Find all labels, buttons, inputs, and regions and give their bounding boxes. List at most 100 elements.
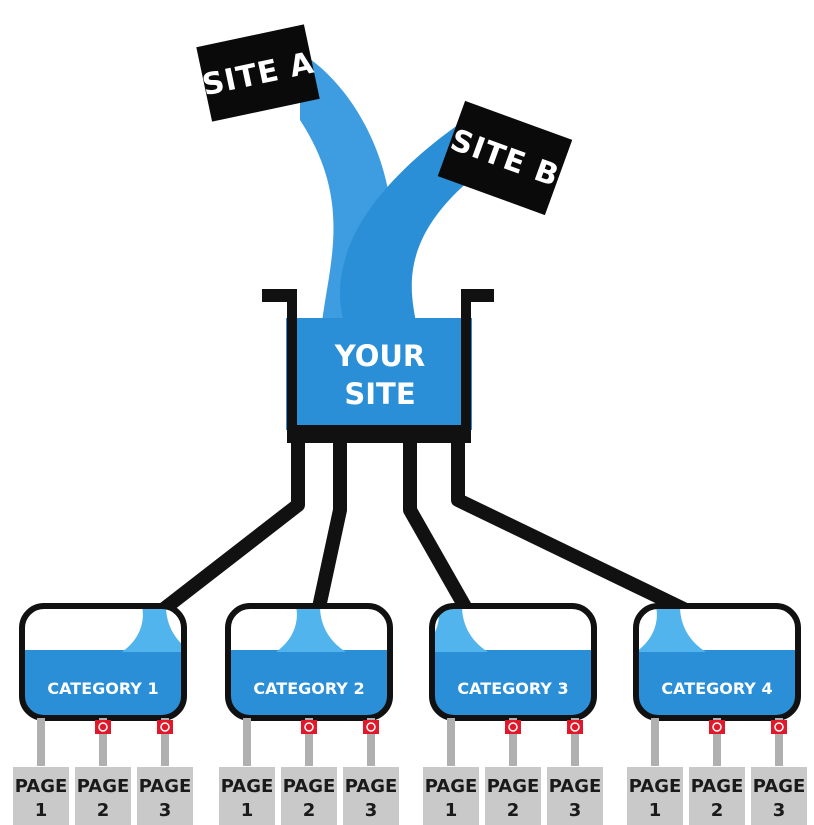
page-pipe	[775, 718, 783, 766]
page-number: 2	[711, 800, 724, 821]
page-box: PAGE 3	[751, 767, 807, 825]
site-a-box: SITE A	[196, 24, 320, 122]
hub-pipes	[155, 440, 694, 619]
valve-icon-mark	[570, 722, 580, 732]
page-label: PAGE	[345, 776, 398, 797]
pipe-to-category-4	[451, 440, 694, 619]
page-box: PAGE 2	[75, 767, 131, 825]
page-box-background	[627, 767, 683, 825]
page-box: PAGE 2	[281, 767, 337, 825]
page-number: 3	[569, 800, 582, 821]
page-pipe	[37, 718, 45, 766]
page-label: PAGE	[15, 776, 68, 797]
category-water	[228, 650, 390, 718]
valve-icon-mark	[366, 722, 376, 732]
page-box: PAGE 2	[485, 767, 541, 825]
page-box-background	[751, 767, 807, 825]
page-pipe	[305, 718, 313, 766]
category-label: CATEGORY 1	[47, 679, 158, 698]
valve-icon	[771, 720, 787, 734]
page-pipe	[243, 718, 251, 766]
page-pipe	[447, 718, 455, 766]
page-box-background	[281, 767, 337, 825]
hub-container: YOUR SITE	[262, 289, 494, 443]
page-label: PAGE	[425, 776, 478, 797]
page-pipe	[571, 718, 579, 766]
page-pipe	[161, 718, 169, 766]
page-label: PAGE	[77, 776, 130, 797]
page-number: 1	[649, 800, 662, 821]
page-number: 1	[241, 800, 254, 821]
valve-icon-mark	[508, 722, 518, 732]
page-box: PAGE 1	[13, 767, 69, 825]
page-number: 2	[507, 800, 520, 821]
pipe-to-category-3	[403, 440, 475, 616]
page-number: 3	[365, 800, 378, 821]
page-pipe	[99, 718, 107, 766]
category-water	[22, 650, 184, 718]
page-box-background	[13, 767, 69, 825]
category-4: CATEGORY 4 PAGE 1 PAGE 2 PAGE 3	[627, 603, 807, 825]
valve-icon-mark	[98, 722, 108, 732]
page-pipe	[367, 718, 375, 766]
page-box: PAGE 1	[423, 767, 479, 825]
category-inflow	[122, 606, 184, 652]
page-box-background	[547, 767, 603, 825]
page-label: PAGE	[753, 776, 806, 797]
page-pipe	[651, 718, 659, 766]
page-label: PAGE	[221, 776, 274, 797]
pipe-to-category-2	[311, 440, 347, 614]
page-number: 2	[303, 800, 316, 821]
hub-label-line2: SITE	[344, 377, 415, 411]
page-number: 2	[97, 800, 110, 821]
category-water	[636, 650, 798, 718]
category-inflow	[636, 606, 706, 652]
valve-icon	[567, 720, 583, 734]
valve-icon	[709, 720, 725, 734]
pipe-to-category-1	[155, 440, 305, 618]
page-box: PAGE 1	[219, 767, 275, 825]
page-box-background	[75, 767, 131, 825]
page-label: PAGE	[549, 776, 602, 797]
category-label: CATEGORY 4	[661, 679, 772, 698]
category-water	[432, 650, 594, 718]
page-pipe	[713, 718, 721, 766]
valve-icon	[95, 720, 111, 734]
page-label: PAGE	[139, 776, 192, 797]
hub-label-line1: YOUR	[334, 339, 426, 373]
category-1: CATEGORY 1 PAGE 1 PAGE 2 PAGE 3	[13, 603, 193, 825]
valve-icon-mark	[712, 722, 722, 732]
page-box: PAGE 3	[343, 767, 399, 825]
category-inflow	[432, 606, 488, 652]
page-box-background	[219, 767, 275, 825]
page-number: 3	[773, 800, 786, 821]
valve-icon	[505, 720, 521, 734]
valve-icon-mark	[774, 722, 784, 732]
page-box: PAGE 1	[627, 767, 683, 825]
categories-layer: CATEGORY 1 PAGE 1 PAGE 2 PAGE 3 CATEGORY 2 PAGE 1…	[13, 603, 807, 825]
stream-site-b	[339, 118, 470, 322]
page-label: PAGE	[629, 776, 682, 797]
page-box-background	[485, 767, 541, 825]
page-pipe	[509, 718, 517, 766]
page-number: 1	[35, 800, 48, 821]
valve-icon-mark	[160, 722, 170, 732]
site-b-box: SITE B	[437, 100, 573, 216]
category-label: CATEGORY 2	[253, 679, 364, 698]
page-label: PAGE	[691, 776, 744, 797]
page-label: PAGE	[487, 776, 540, 797]
page-box: PAGE 3	[137, 767, 193, 825]
valve-icon	[363, 720, 379, 734]
page-box: PAGE 2	[689, 767, 745, 825]
page-label: PAGE	[283, 776, 336, 797]
valve-icon-mark	[304, 722, 314, 732]
page-box: PAGE 3	[547, 767, 603, 825]
page-number: 3	[159, 800, 172, 821]
valve-icon	[157, 720, 173, 734]
category-inflow	[276, 606, 346, 652]
page-box-background	[423, 767, 479, 825]
page-number: 1	[445, 800, 458, 821]
